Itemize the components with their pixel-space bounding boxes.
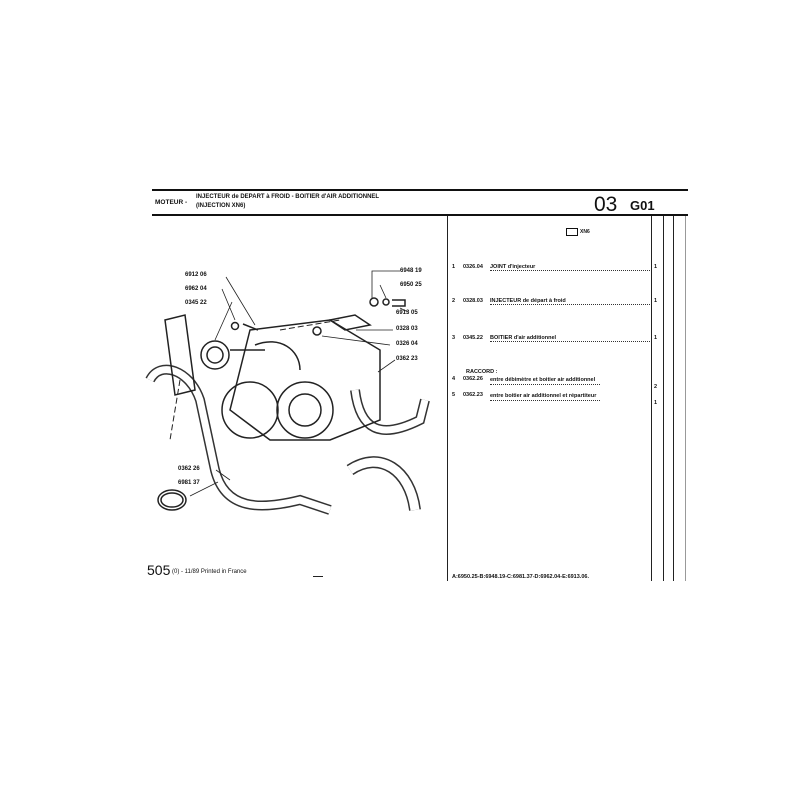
diagram-label: 0362 23 [396, 356, 418, 362]
diagram-label: 0345 22 [185, 300, 207, 306]
diagram-label: 6950 25 [400, 282, 422, 288]
diagram-label: 6962 04 [185, 286, 207, 292]
top-rule [152, 189, 688, 191]
group-number: 03 [594, 193, 618, 216]
dash-mark [313, 576, 323, 577]
diagram-label: 0362 26 [178, 466, 200, 472]
diagram-label: 0326 04 [396, 341, 418, 347]
title-line-2: (INJECTION XN6) [196, 203, 246, 209]
group-code: G01 [630, 198, 655, 213]
diagram-label: 6912 06 [185, 272, 207, 278]
header-rule [152, 214, 688, 216]
table-column [673, 216, 674, 581]
table-qty-column [651, 216, 652, 581]
diagram-label: 0328 03 [396, 326, 418, 332]
engine-symbol-icon [566, 228, 578, 236]
footer-legend: A:6950.25-B:6948.19-C:6981.37-D:6962.04-… [452, 574, 589, 580]
table-column [685, 216, 686, 581]
diagram-label: 6948 19 [400, 268, 422, 274]
section-label: MOTEUR - [155, 199, 188, 206]
diagram-label: 6913 05 [396, 310, 418, 316]
variant-header: XN6 [566, 228, 590, 236]
diagram-label: 6981 37 [178, 480, 200, 486]
edition-note: (0) - 11/89 Printed in France [172, 569, 247, 575]
page-number: 505 [147, 562, 171, 578]
table-column [663, 216, 664, 581]
table-border [447, 216, 448, 581]
title-line-1: INJECTEUR de DEPART à FROID - BOITIER d'… [196, 194, 380, 200]
